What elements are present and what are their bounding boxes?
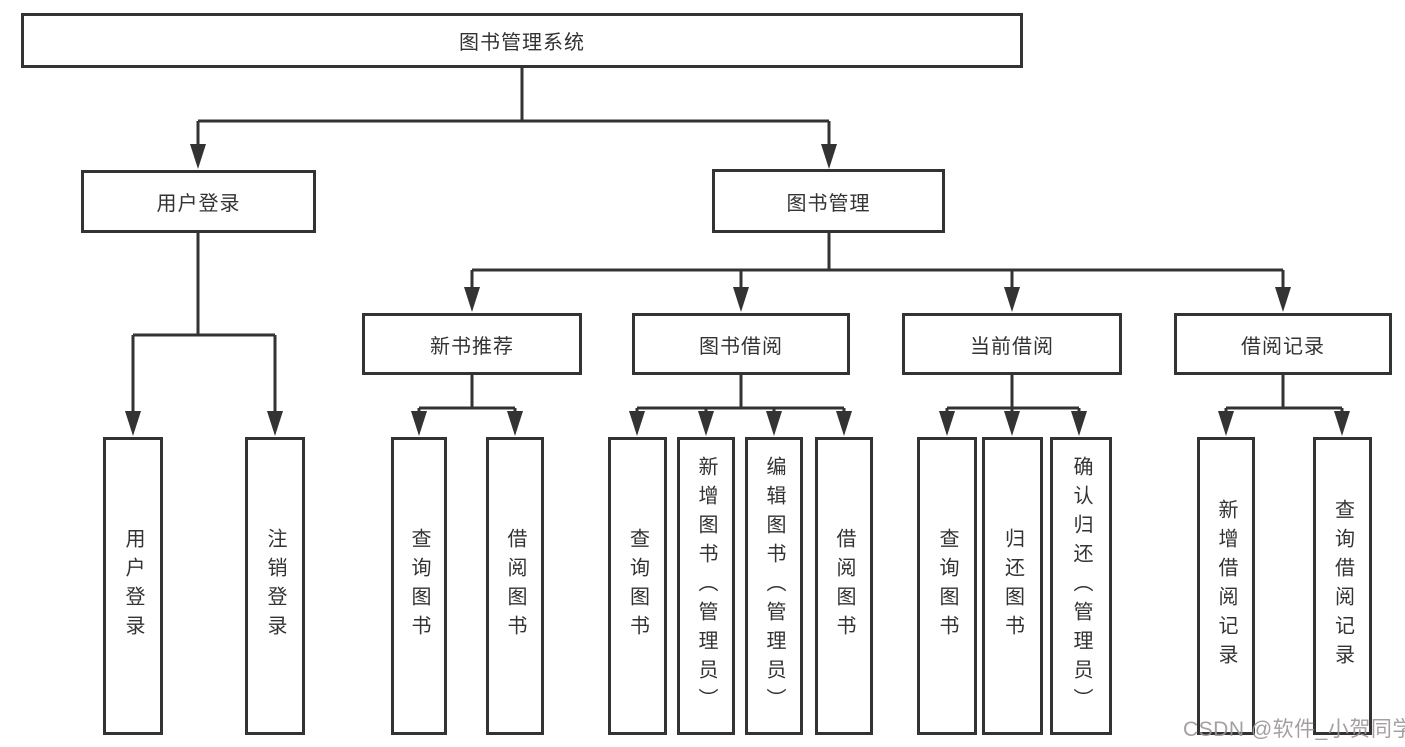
node-label: 查询图书 xyxy=(408,528,430,644)
node-label: 用户登录 xyxy=(122,528,144,644)
node-book-management: 图书管理 xyxy=(712,169,945,233)
leaf-logout: 注销登录 xyxy=(245,437,305,735)
node-label: 编辑图书（管理员） xyxy=(763,455,785,717)
node-label: 新书推荐 xyxy=(430,335,514,358)
leaf-borrow-books-recommend: 借阅图书 xyxy=(486,437,544,735)
node-label: 确认归还（管理员） xyxy=(1070,455,1092,717)
node-new-book-recommendation: 新书推荐 xyxy=(362,313,582,375)
node-library-management-system: 图书管理系统 xyxy=(21,13,1023,68)
node-label: 归还图书 xyxy=(1001,528,1024,644)
leaf-return-books: 归还图书 xyxy=(982,437,1043,735)
node-borrowing-records: 借阅记录 xyxy=(1174,313,1392,375)
leaf-query-borrow-record: 查询借阅记录 xyxy=(1313,437,1372,735)
node-label: 查询图书 xyxy=(626,528,649,644)
leaf-borrow-books: 借阅图书 xyxy=(815,437,873,735)
node-label: 借阅图书 xyxy=(504,528,526,644)
node-label: 借阅图书 xyxy=(833,528,855,644)
leaf-add-borrow-record: 新增借阅记录 xyxy=(1197,437,1255,735)
leaf-edit-books-admin: 编辑图书（管理员） xyxy=(745,437,803,735)
leaf-user-login: 用户登录 xyxy=(103,437,163,735)
node-label: 借阅记录 xyxy=(1241,335,1325,358)
node-user-login-group: 用户登录 xyxy=(81,170,316,233)
leaf-query-books-borrowing: 查询图书 xyxy=(608,437,667,735)
node-book-borrowing: 图书借阅 xyxy=(632,313,850,375)
leaf-confirm-return-admin: 确认归还（管理员） xyxy=(1050,437,1112,735)
node-current-borrowing: 当前借阅 xyxy=(902,313,1122,375)
node-label: 图书管理系统 xyxy=(459,32,585,54)
node-label: 当前借阅 xyxy=(970,335,1054,358)
node-label: 用户登录 xyxy=(156,193,241,215)
csdn-watermark: CSDN @软件_小贺同学 xyxy=(1183,718,1405,741)
leaf-query-books-recommend: 查询图书 xyxy=(391,437,447,735)
node-label: 新增图书（管理员） xyxy=(695,455,717,717)
leaf-query-books-current: 查询图书 xyxy=(917,437,977,735)
node-label: 图书借阅 xyxy=(699,335,783,358)
node-label: 查询图书 xyxy=(936,528,958,644)
node-label: 查询借阅记录 xyxy=(1331,499,1354,673)
arrowheads xyxy=(125,144,1350,436)
node-label: 新增借阅记录 xyxy=(1215,499,1237,673)
leaf-add-books-admin: 新增图书（管理员） xyxy=(677,437,735,735)
node-label: 注销登录 xyxy=(264,528,286,644)
node-label: 图书管理 xyxy=(786,192,871,215)
